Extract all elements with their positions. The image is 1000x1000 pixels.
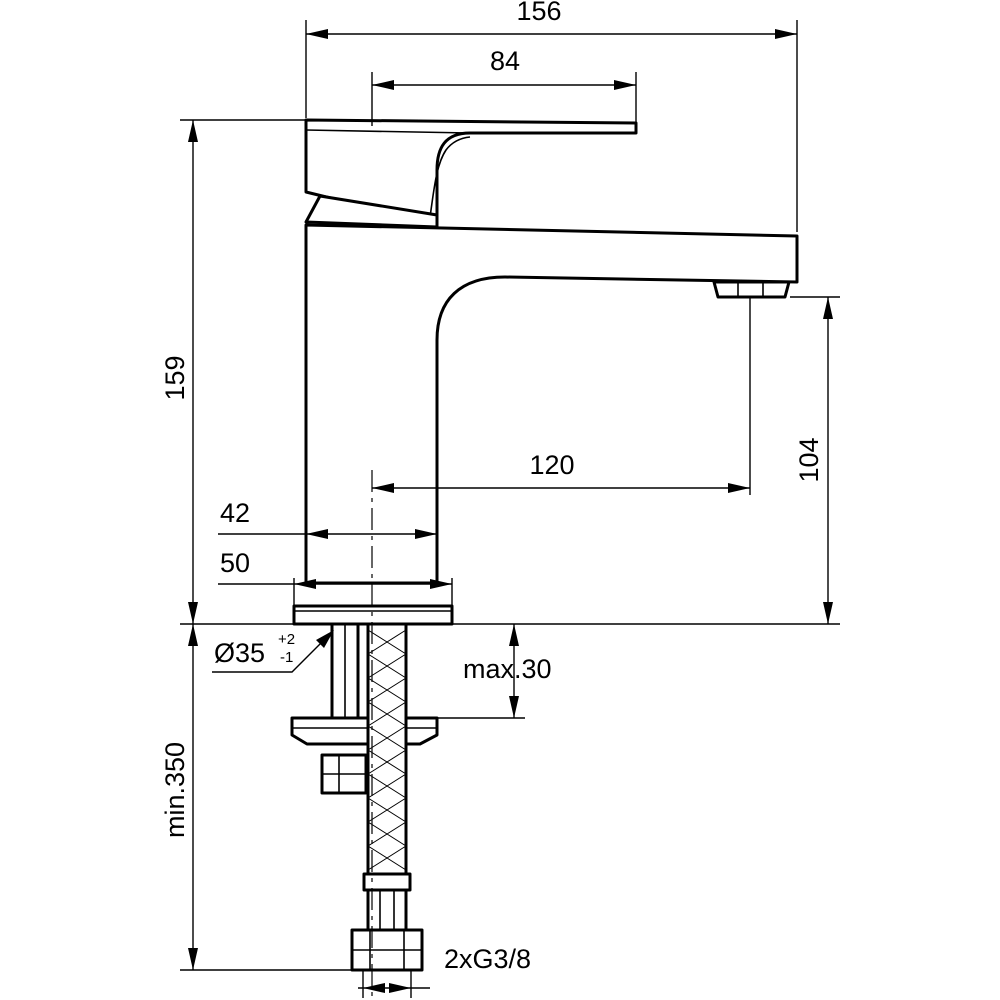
hole-tolerance-lower: -1 [280,649,293,666]
hole-tolerance-upper: +2 [278,631,295,648]
body-width-label: 42 [220,498,250,528]
hose-braid [367,629,407,871]
dim-overall-width: 156 [305,0,798,232]
hose-outline [366,622,408,876]
faucet-body [292,118,799,626]
dim-hole-diameter: Ø35 +2 -1 [212,630,334,673]
connections-label: 2xG3/8 [444,944,531,974]
dim-spout-projection: 120 [372,297,751,495]
fixing-plate [290,716,439,746]
flexible-hose [350,622,424,972]
dim-hose-length: min.350 [160,624,352,971]
base-width-label: 50 [220,548,250,578]
hose-ferrule [362,872,412,892]
dim-lever-length: 84 [371,46,637,126]
dim-body-width: 42 [218,498,437,539]
mounting-hardware [290,622,439,795]
dim-max-deck-thickness: max.30 [437,624,552,719]
lever-front-curve [429,136,471,218]
spout-projection-label: 120 [529,450,574,480]
max-deck-thickness-label: max.30 [463,654,552,684]
faucet-body-outline [304,223,799,585]
hole-diameter-label: Ø35 [214,638,265,668]
cartridge-neck [304,194,439,229]
lever-length-label: 84 [490,46,520,76]
lever-line [305,129,471,134]
dim-spout-height: 104 [790,296,840,624]
hose-length-label: min.350 [160,742,190,838]
hose-ferrule-lower [366,888,408,932]
overall-width-label: 156 [516,0,561,26]
dim-connections: 2xG3/8 [358,944,531,998]
dim-base-width: 50 [218,548,453,606]
dim-overall-height: 159 [160,119,840,625]
spout-height-label: 104 [794,437,824,482]
aerator [712,280,791,299]
base-flange [292,604,454,626]
overall-height-label: 159 [160,355,190,400]
